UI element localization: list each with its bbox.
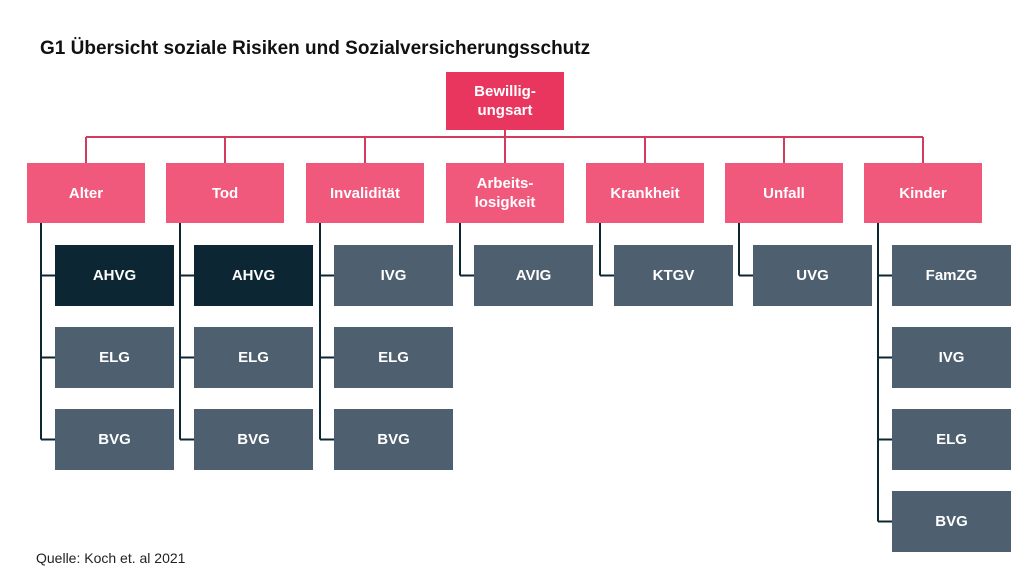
risk-node: Invalidität	[306, 163, 424, 223]
law-node: FamZG	[892, 245, 1011, 306]
law-node: KTGV	[614, 245, 733, 306]
risk-node: Tod	[166, 163, 284, 223]
law-node: AVIG	[474, 245, 593, 306]
risk-node: Krankheit	[586, 163, 704, 223]
law-node: ELG	[892, 409, 1011, 470]
risk-node: Alter	[27, 163, 145, 223]
law-node: IVG	[892, 327, 1011, 388]
diagram-title: G1 Übersicht soziale Risiken und Sozialv…	[40, 38, 591, 59]
law-node: BVG	[194, 409, 313, 470]
source-note: Quelle: Koch et. al 2021	[36, 550, 186, 566]
law-node: UVG	[753, 245, 872, 306]
law-node: ELG	[194, 327, 313, 388]
risk-node: Arbeits- losigkeit	[446, 163, 564, 223]
root-node: Bewillig- ungsart	[446, 72, 564, 130]
law-node: AHVG	[194, 245, 313, 306]
law-node: BVG	[892, 491, 1011, 552]
law-node: ELG	[55, 327, 174, 388]
risk-node: Kinder	[864, 163, 982, 223]
law-node: BVG	[55, 409, 174, 470]
law-node: IVG	[334, 245, 453, 306]
law-node: AHVG	[55, 245, 174, 306]
law-node: BVG	[334, 409, 453, 470]
risk-node: Unfall	[725, 163, 843, 223]
law-node: ELG	[334, 327, 453, 388]
